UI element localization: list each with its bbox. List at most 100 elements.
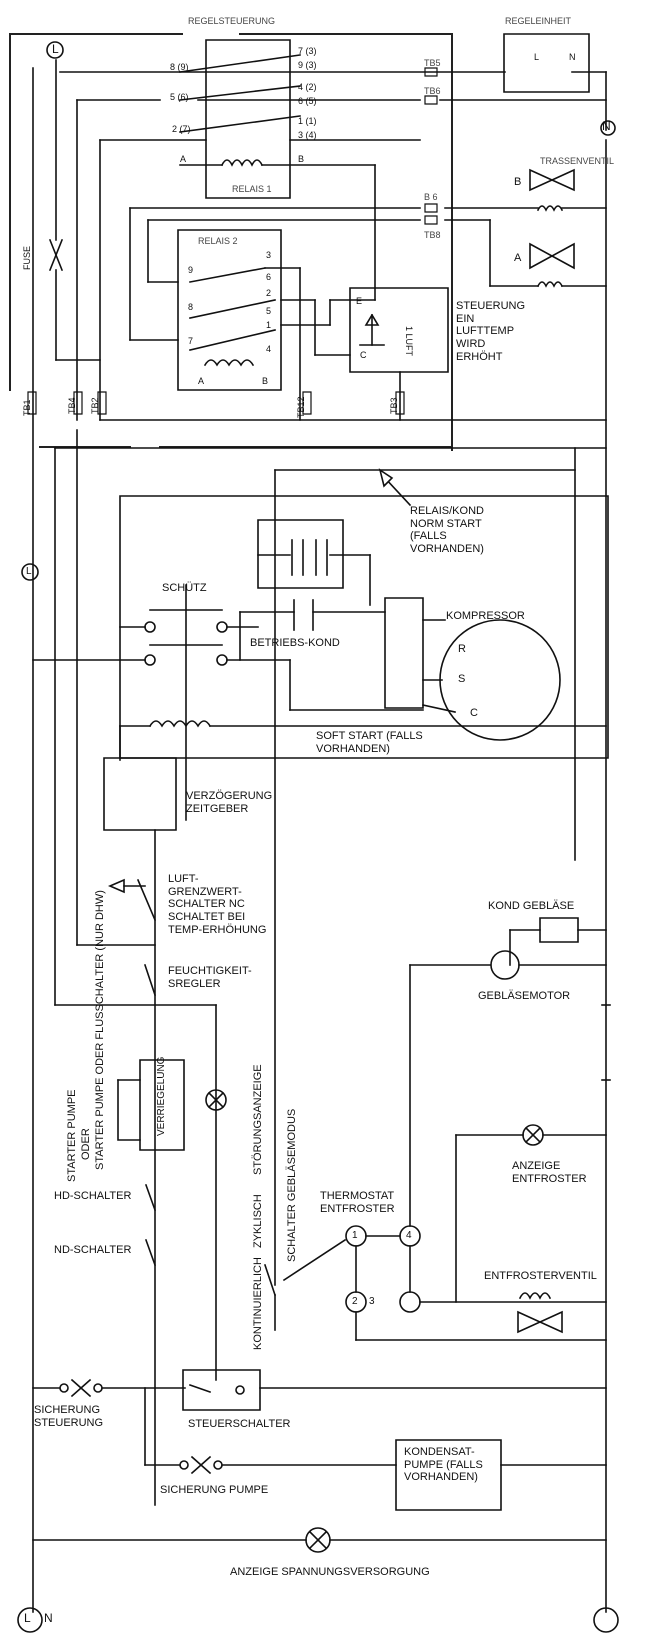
fan-capacitor: [540, 918, 578, 942]
bottom-l-terminal-circle: [18, 1608, 42, 1632]
defrost-indicator-label: ANZEIGE ENTFROSTER: [512, 1160, 587, 1185]
tb8-label: TB8: [424, 230, 441, 240]
tb1-label: TB1: [22, 399, 32, 416]
starter-pump-line-1: STARTER PUMPE: [66, 1089, 78, 1183]
interlock-box: [140, 1060, 184, 1150]
delay-timer-label: VERZÖGERUNG ZEITGEBER: [186, 790, 273, 815]
bottom-n-label: N: [44, 1611, 53, 1625]
valve-b: [445, 168, 606, 210]
line-marker-label: L: [26, 566, 32, 577]
relay1-pin-1: 1 (1): [298, 116, 317, 126]
tb3-label: TB3: [389, 397, 399, 414]
power-terminal-n: N: [569, 52, 576, 62]
control-box-pin-e: E: [356, 296, 363, 306]
tb12-label: TB12: [296, 396, 306, 418]
control-switch-box: [183, 1370, 260, 1410]
starter-pump-label: STARTER PUMPE ODER FLUSSCHALTER (NUR DHW…: [94, 890, 106, 1170]
relay2-pin-2: 2: [266, 288, 272, 298]
fault-indicator-lamp: [206, 1090, 226, 1110]
terminal-blocks: [28, 68, 437, 414]
control-box-label: STEUERUNG EIN LUFTTEMP WIRD ERHÖHT: [456, 300, 526, 363]
compressor-enclosure: [120, 496, 608, 758]
line-marker-circle: [22, 564, 38, 580]
relay1-pin-a: A: [180, 154, 187, 164]
relay1-pin-7: 7 (3): [298, 46, 317, 56]
contactor-contact-3: [145, 655, 155, 665]
relay1-pin-6: 6 (5): [298, 96, 317, 106]
relay2-pin-6: 6: [266, 272, 272, 282]
power-indicator-label: ANZEIGE SPANNUNGSVERSORGUNG: [230, 1566, 430, 1578]
relay2-pin-1: 1: [266, 320, 272, 330]
thermostat-label: THERMOSTAT ENTFROSTER: [320, 1190, 395, 1215]
air-limit-label: LUFT-GRENZWERT-SCHALTER NC SCHALTET BEI …: [168, 873, 267, 936]
defrost-valve: [517, 1293, 563, 1334]
tb6-label: TB6: [424, 86, 441, 96]
relay1-pin-2: 2 (7): [172, 124, 191, 134]
hd-switch-label: HD-SCHALTER: [54, 1190, 132, 1202]
nd-switch-label: ND-SCHALTER: [54, 1244, 132, 1256]
fault-indicator-label: STÖRUNGSANZEIGE: [252, 1064, 264, 1175]
humidity-label: FEUCHTIGKEIT-SREGLER: [168, 965, 252, 990]
bottom-n-terminal-circle: [594, 1608, 618, 1632]
relay2-pin-a: A: [198, 376, 205, 386]
relay1-pin-b: B: [298, 154, 305, 164]
relay2-pin-7: 7: [188, 336, 194, 346]
relay2-pin-3: 3: [266, 250, 272, 260]
thermo-pin-1: 1: [352, 1230, 358, 1241]
fan-mode-switch-label: SCHALTER GEBLÄSEMODUS: [286, 1108, 298, 1262]
interlock-label: VERRIEGELUNG: [156, 1056, 167, 1136]
fan-motor-label: GEBLÄSEMOTOR: [478, 990, 571, 1002]
contactor-contact-1: [145, 622, 155, 632]
humidity-switch: [145, 965, 155, 995]
starter-pump-line-2: ODER: [80, 1128, 92, 1160]
relay2-pin-5: 5: [266, 306, 272, 316]
relay1-pin-5: 5 (6): [170, 92, 189, 102]
control-box-inner: 1 LUFT: [404, 326, 414, 357]
valve-b-label: B: [514, 176, 522, 188]
power-terminal-box: [504, 34, 589, 92]
control-box-pin-c: C: [360, 350, 367, 360]
valve-a: [445, 220, 606, 286]
compressor-s: S: [458, 673, 466, 685]
fan-mode-switch: [265, 1265, 275, 1295]
relay1-pin-9: 9 (3): [298, 60, 317, 70]
relay1-pin-3: 3 (4): [298, 130, 317, 140]
relay2-name: RELAIS 2: [198, 236, 238, 246]
neutral-top-label: N: [602, 119, 611, 133]
condensate-pump-box: [396, 1440, 501, 1510]
nd-switch: [146, 1240, 155, 1265]
power-terminal-l: L: [534, 52, 540, 62]
relay2-pin-9: 9: [188, 265, 194, 275]
thermo-pin-4: 4: [406, 1230, 412, 1241]
control-switch-label: STEUERSCHALTER: [188, 1418, 291, 1430]
top-l-label: L: [52, 42, 59, 56]
contactor-label: SCHÜTZ: [162, 582, 207, 594]
delay-timer: [104, 758, 176, 830]
contactor-coil: [150, 721, 210, 726]
tb4-label: TB4: [67, 397, 77, 414]
tb2-label: TB2: [90, 397, 100, 414]
tb-b6-label: B 6: [424, 192, 438, 202]
relay1-pin-4: 4 (2): [298, 82, 317, 92]
fuse-label: FUSE: [22, 245, 32, 270]
run-cap-label: BETRIEBS-KOND: [250, 637, 340, 649]
thermo-pin-2: 2: [352, 1296, 358, 1307]
power-terminal-title: REGELEINHEIT: [505, 16, 572, 26]
control-enclosure: [10, 34, 452, 450]
fuse-pump-label: SICHERUNG PUMPE: [160, 1484, 269, 1496]
control-thermostat-box: [350, 288, 448, 372]
valve-a-label: A: [514, 252, 522, 264]
hd-switch: [146, 1185, 155, 1210]
valve-title: TRASSENVENTIL: [540, 156, 615, 166]
thermo-pin-3: 3: [369, 1296, 375, 1307]
continuous-label: KONTINUIERLICH: [252, 1257, 264, 1350]
thermostat-pin-blank: [400, 1292, 420, 1312]
cyclic-label: ZYKLISCH: [252, 1194, 264, 1248]
relay1-name: RELAIS 1: [232, 184, 272, 194]
relay-2-coil: [205, 360, 253, 365]
compressor-label: KOMPRESSOR: [446, 610, 525, 622]
top-n-terminal-circle: [601, 121, 615, 135]
condensate-pump-label: KONDENSAT-PUMPE (FALLS VORHANDEN): [404, 1446, 483, 1484]
soft-start-label: SOFT START (FALLS VORHANDEN): [316, 730, 423, 755]
